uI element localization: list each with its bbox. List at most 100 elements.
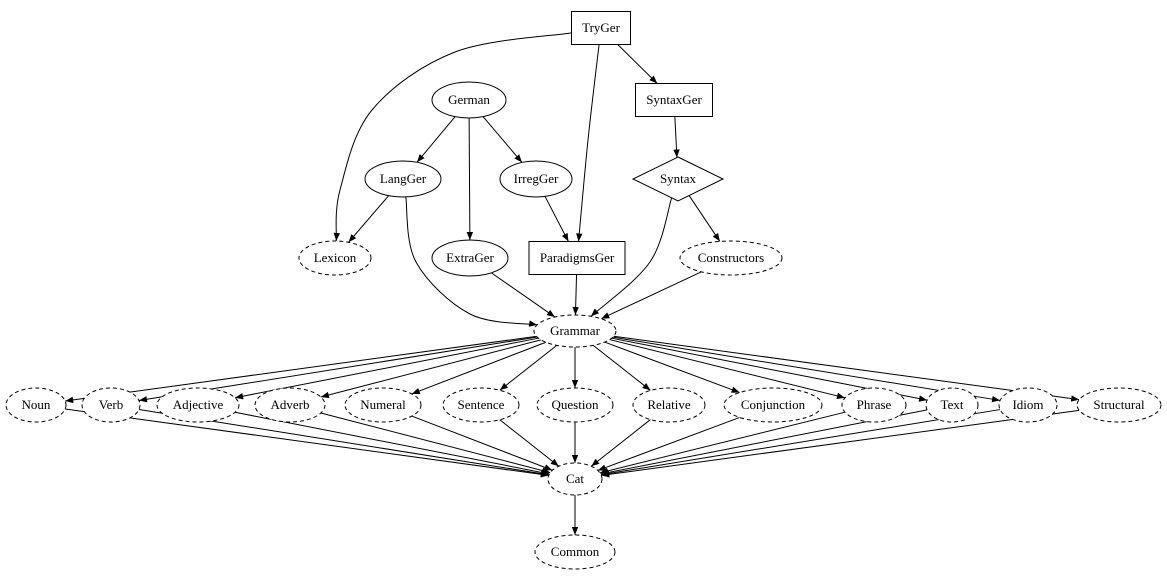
- edge-Grammar-Conjunction: [604, 341, 740, 394]
- node-Lexicon: Lexicon: [298, 240, 372, 276]
- edge-LangGer-Grammar: [405, 196, 538, 327]
- node-label-Adverb: Adverb: [271, 397, 310, 412]
- edges-layer: [65, 32, 1080, 535]
- edge-Grammar-Relative: [592, 344, 651, 391]
- node-TryGer: TryGer: [571, 11, 631, 45]
- edge-Constructors-Grammar: [601, 271, 702, 320]
- node-shape-Relative: [632, 387, 706, 423]
- edge-Sentence-Cat: [499, 419, 560, 467]
- node-Verb: Verb: [81, 387, 141, 423]
- node-shape-Adverb: [254, 387, 326, 423]
- edge-Structural-Cat: [601, 409, 1080, 478]
- node-Adjective: Adjective: [156, 387, 240, 423]
- edge-Grammar-Noun: [65, 335, 537, 404]
- node-shape-IrregGer: [499, 160, 573, 198]
- edge-Grammar-Phrase: [609, 339, 846, 400]
- node-ParadigmsGer: ParadigmsGer: [528, 241, 626, 275]
- node-label-Common: Common: [551, 544, 600, 559]
- edge-Idiom-Cat: [600, 409, 1001, 477]
- node-shape-German: [431, 81, 507, 119]
- node-label-Idiom: Idiom: [1012, 397, 1043, 412]
- node-Phrase: Phrase: [841, 387, 907, 423]
- node-label-LangGer: LangGer: [380, 171, 427, 186]
- edge-German-ExtraGer: [466, 117, 474, 241]
- node-label-Cat: Cat: [566, 471, 584, 486]
- edge-Phrase-Cat: [599, 411, 846, 475]
- node-Constructors: Constructors: [679, 240, 783, 276]
- node-label-Phrase: Phrase: [857, 397, 892, 412]
- node-Structural: Structural: [1076, 387, 1162, 423]
- node-shape-Common: [534, 534, 616, 570]
- node-German: German: [431, 81, 507, 119]
- node-shape-Question: [536, 387, 614, 423]
- node-shape-Cat: [547, 462, 603, 496]
- node-Adverb: Adverb: [254, 387, 326, 423]
- edge-Adverb-Cat: [320, 412, 551, 474]
- node-Common: Common: [534, 534, 616, 570]
- node-label-Adjective: Adjective: [173, 397, 224, 412]
- node-label-TryGer: TryGer: [582, 20, 620, 35]
- node-Noun: Noun: [5, 387, 67, 423]
- node-shape-Idiom: [998, 387, 1058, 423]
- node-label-Constructors: Constructors: [698, 250, 764, 265]
- edge-Grammar-Numeral: [411, 341, 547, 395]
- node-Question: Question: [536, 387, 614, 423]
- node-LangGer: LangGer: [364, 160, 442, 198]
- edge-LangGer-Lexicon: [348, 195, 390, 243]
- edge-German-LangGer: [416, 116, 456, 163]
- node-shape-Numeral: [344, 387, 422, 423]
- node-label-German: German: [448, 92, 490, 107]
- node-shape-Sentence: [442, 387, 520, 423]
- edge-TryGer-Lexicon: [333, 32, 572, 242]
- node-label-Sentence: Sentence: [458, 397, 505, 412]
- edge-Grammar-Sentence: [499, 344, 558, 391]
- edge-Adjective-Cat: [234, 411, 550, 476]
- node-label-Conjunction: Conjunction: [741, 397, 806, 412]
- edge-TryGer-SyntaxGer: [617, 44, 658, 84]
- node-Syntax: Syntax: [631, 156, 725, 202]
- node-label-Question: Question: [552, 397, 599, 412]
- edge-Relative-Cat: [590, 419, 651, 467]
- node-Numeral: Numeral: [344, 387, 422, 423]
- edge-Grammar-Idiom: [612, 336, 1001, 403]
- node-label-Relative: Relative: [647, 397, 691, 412]
- node-label-Grammar: Grammar: [550, 323, 600, 338]
- node-Relative: Relative: [632, 387, 706, 423]
- node-shape-TryGer: [571, 11, 631, 45]
- node-shape-Lexicon: [298, 240, 372, 276]
- node-label-Structural: Structural: [1093, 397, 1145, 412]
- node-shape-Conjunction: [723, 387, 823, 423]
- node-label-ParadigmsGer: ParadigmsGer: [540, 250, 615, 265]
- node-SyntaxGer: SyntaxGer: [635, 83, 713, 117]
- edge-SyntaxGer-Syntax: [673, 116, 680, 158]
- node-shape-ParadigmsGer: [528, 241, 626, 275]
- edge-IrregGer-ParadigmsGer: [544, 196, 569, 242]
- node-shape-Verb: [81, 387, 141, 423]
- edge-Noun-Cat: [65, 408, 549, 478]
- edge-Numeral-Cat: [411, 415, 553, 471]
- node-shape-ExtraGer: [431, 239, 509, 277]
- edge-Grammar-Adverb: [320, 339, 541, 399]
- node-shape-Structural: [1076, 387, 1162, 423]
- node-label-Verb: Verb: [99, 397, 124, 412]
- node-label-Numeral: Numeral: [360, 397, 406, 412]
- node-Sentence: Sentence: [442, 387, 520, 423]
- node-label-Lexicon: Lexicon: [314, 250, 357, 265]
- edge-Conjunction-Cat: [597, 416, 740, 471]
- node-Cat: Cat: [547, 462, 603, 496]
- node-Idiom: Idiom: [998, 387, 1058, 423]
- node-Text: Text: [925, 387, 979, 423]
- edge-ParadigmsGer-Grammar: [572, 274, 579, 316]
- node-shape-SyntaxGer: [635, 83, 713, 117]
- node-Grammar: Grammar: [533, 314, 617, 348]
- node-IrregGer: IrregGer: [499, 160, 573, 198]
- edge-ExtraGer-Grammar: [491, 272, 556, 318]
- node-shape-Phrase: [841, 387, 907, 423]
- node-label-Syntax: Syntax: [660, 171, 697, 186]
- edge-TryGer-ParadigmsGer: [576, 44, 600, 242]
- node-label-SyntaxGer: SyntaxGer: [646, 92, 702, 107]
- edge-German-IrregGer: [482, 116, 523, 163]
